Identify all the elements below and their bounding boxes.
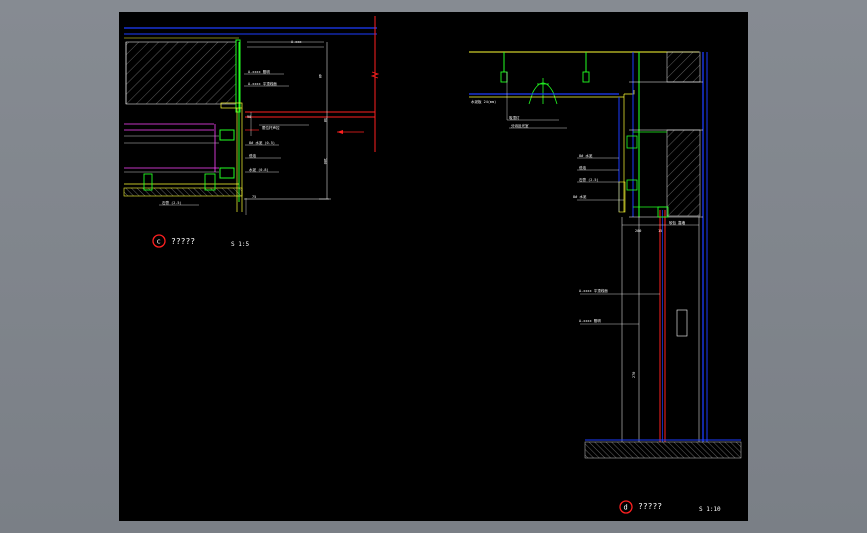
annotation: A-xxxx 平顶线面 xyxy=(248,81,277,86)
detail-scale: S 1:10 xyxy=(699,506,721,513)
annotation: 8# 水泥 xyxy=(579,153,593,158)
dim-label: 50 xyxy=(323,118,327,122)
section-marker-d xyxy=(619,500,633,514)
section-marker-letter: d xyxy=(624,504,628,512)
section-marker-c xyxy=(152,234,166,248)
dim-label: 40 xyxy=(318,74,322,78)
annotation: 吸顶灯 xyxy=(509,115,520,120)
annotation: 8# 水泥 xyxy=(573,194,587,199)
light-fixture xyxy=(528,78,558,105)
left-section-detail: A-xxx A-xxxx 照明 A-xxxx 平顶线面 限位杆声控 8# 水泥 … xyxy=(123,16,380,248)
cad-viewport[interactable]: A-xxx A-xxxx 照明 A-xxxx 平顶线面 限位杆声控 8# 水泥 … xyxy=(119,12,748,521)
concrete-slab-hatch xyxy=(125,41,237,105)
annotation: 8# 水泥 (0.5) xyxy=(249,140,275,145)
dim-label: 90 xyxy=(247,115,251,119)
annotation: 软包 靠墙 xyxy=(669,220,686,225)
annotation: A-xxxx 照明 xyxy=(248,70,270,74)
detail-title: ????? xyxy=(171,237,195,246)
dim-label: 75 xyxy=(252,195,256,199)
annotation: 低泡 xyxy=(579,165,587,170)
annotation: 低泡 xyxy=(249,153,257,158)
detail-title: ????? xyxy=(638,502,662,511)
detail-scale: S 1:5 xyxy=(231,241,249,248)
cad-drawing: A-xxx A-xxxx 照明 A-xxxx 平顶线面 限位杆声控 8# 水泥 … xyxy=(123,16,742,514)
section-marker-letter: c xyxy=(157,238,161,246)
annotation: 水泥板 24(mm) xyxy=(471,99,496,104)
dim-label-top: A-xxx xyxy=(291,40,302,44)
annotation: 石膏 (2.5) xyxy=(162,200,182,205)
right-section-detail: 吸顶灯 分派反光室 水泥板 24(mm) 8# 水泥 低泡 石膏 (2.5) 8… xyxy=(469,51,742,514)
floor-hatch xyxy=(584,441,742,459)
wall-hatch xyxy=(666,51,701,83)
annotation: A-xxxx 照明 xyxy=(579,319,601,323)
annotation: 分派反光室 xyxy=(511,123,529,128)
annotation: 限位杆声控 xyxy=(262,125,280,130)
dim-label: 200 xyxy=(635,229,641,233)
wall-hatch xyxy=(666,129,701,217)
dim-label: 15 xyxy=(658,229,662,233)
annotation: 石膏 (2.5) xyxy=(579,177,599,182)
dim-label: 270 xyxy=(632,372,636,378)
dim-label: 100 xyxy=(323,158,327,164)
annotation: 水泥 (0.8) xyxy=(249,167,269,172)
annotation: A-xxxx 平顶线面 xyxy=(579,288,608,293)
